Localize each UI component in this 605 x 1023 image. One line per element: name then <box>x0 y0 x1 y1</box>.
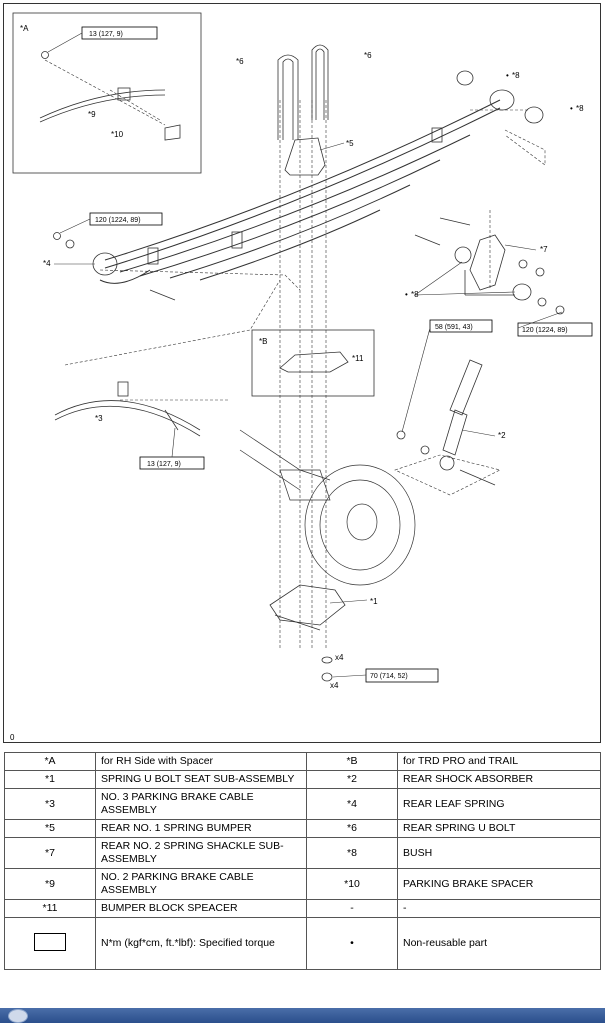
callout-8a: *8 <box>512 71 520 80</box>
legend-desc: for TRD PRO and TRAIL <box>397 752 601 771</box>
toyota-logo-icon[interactable] <box>8 1009 28 1023</box>
legend-code: *6 <box>306 819 398 838</box>
u-bolt-seat <box>269 584 346 626</box>
callout-9: *9 <box>88 110 96 119</box>
torque-box <box>429 319 493 333</box>
callout-2: *2 <box>498 431 506 440</box>
leaf-spring-shape <box>99 99 501 284</box>
callout-8c: *8 <box>411 290 419 299</box>
inset-b-frame <box>251 329 375 397</box>
legend-code: - <box>306 899 398 918</box>
exploded-parts-diagram: 13 (127, 9) 120 (1224, 89) 120 (1224, 89… <box>10 12 593 742</box>
callout-7: *7 <box>540 245 548 254</box>
legend-code: *11 <box>4 899 96 918</box>
bullet-symbol: • <box>306 917 398 970</box>
legend-code: *8 <box>306 837 398 869</box>
diagram-frame <box>3 3 601 743</box>
callout-6a: *6 <box>236 57 244 66</box>
callout-11: *11 <box>352 354 364 363</box>
callout-4: *4 <box>43 259 51 268</box>
callout-3: *3 <box>95 414 103 423</box>
bullet: • <box>405 290 408 299</box>
bullet: • <box>570 104 573 113</box>
callout-inset-a: *A <box>20 24 29 33</box>
quantity-label: x4 <box>335 653 344 662</box>
legend-table: *A for RH Side with Spacer *B for TRD PR… <box>4 752 601 970</box>
legend-desc: PARKING BRAKE SPACER <box>397 868 601 900</box>
bullet: • <box>506 71 509 80</box>
torque-value: 58 (591, 43) <box>435 324 473 331</box>
legend-desc: NO. 2 PARKING BRAKE CABLE ASSEMBLY <box>95 868 307 900</box>
legend-desc: N*m (kgf*cm, ft.*lbf): Specified torque <box>95 917 307 970</box>
torque-box-icon <box>34 932 66 951</box>
legend-desc: REAR SPRING U BOLT <box>397 819 601 838</box>
legend-code: *4 <box>306 788 398 820</box>
torque-box <box>517 322 593 337</box>
torque-box <box>365 668 439 683</box>
axle-drum <box>239 429 416 586</box>
torque-value: 13 (127, 9) <box>89 31 123 38</box>
shock-absorber <box>396 359 496 486</box>
legend-code: *2 <box>306 770 398 789</box>
legend-row: *3 NO. 3 PARKING BRAKE CABLE ASSEMBLY *4… <box>4 788 601 820</box>
legend-row: *1 SPRING U BOLT SEAT SUB-ASSEMBLY *2 RE… <box>4 770 601 789</box>
legend-code: *5 <box>4 819 96 838</box>
legend-desc: SPRING U BOLT SEAT SUB-ASSEMBLY <box>95 770 307 789</box>
legend-code: *10 <box>306 868 398 900</box>
callout-8b: *8 <box>576 104 584 113</box>
legend-code: *B <box>306 752 398 771</box>
u-bolt-left <box>277 54 299 140</box>
callout-inset-b: *B <box>259 337 267 346</box>
torque-value: 70 (714, 52) <box>370 673 408 680</box>
legend-code: *3 <box>4 788 96 820</box>
legend-desc: Non-reusable part <box>397 917 601 970</box>
torque-value: 13 (127, 9) <box>147 461 181 468</box>
callout-1: *1 <box>370 597 378 606</box>
legend-desc: REAR SHOCK ABSORBER <box>397 770 601 789</box>
legend-desc: REAR NO. 1 SPRING BUMPER <box>95 819 307 838</box>
torque-value: 120 (1224, 89) <box>95 217 141 224</box>
legend-desc: BUMPER BLOCK SPEACER <box>95 899 307 918</box>
legend-desc: for RH Side with Spacer <box>95 752 307 771</box>
legend-desc: BUSH <box>397 837 601 869</box>
legend-row: *11 BUMPER BLOCK SPEACER - - <box>4 899 601 918</box>
legend-row: *9 NO. 2 PARKING BRAKE CABLE ASSEMBLY *1… <box>4 868 601 900</box>
shackle <box>469 234 506 291</box>
u-bolt-right <box>311 44 329 120</box>
spring-bumper <box>284 137 326 176</box>
legend-code: *1 <box>4 770 96 789</box>
torque-symbol <box>4 917 96 970</box>
legend-row: *5 REAR NO. 1 SPRING BUMPER *6 REAR SPRI… <box>4 819 601 838</box>
callout-5: *5 <box>346 139 354 148</box>
taskbar <box>0 1008 605 1023</box>
torque-value: 120 (1224, 89) <box>522 327 568 334</box>
callout-6b: *6 <box>364 51 372 60</box>
legend-row: *A for RH Side with Spacer *B for TRD PR… <box>4 752 601 771</box>
inset-a-frame <box>12 12 202 174</box>
legend-row: *7 REAR NO. 2 SPRING SHACKLE SUB-ASSEMBL… <box>4 837 601 869</box>
legend-desc: REAR NO. 2 SPRING SHACKLE SUB-ASSEMBLY <box>95 837 307 869</box>
callout-10: *10 <box>111 130 124 139</box>
corner-mark: 0 <box>10 733 15 742</box>
legend-code: *A <box>4 752 96 771</box>
legend-code: *7 <box>4 837 96 869</box>
quantity-label: x4 <box>330 681 339 690</box>
legend-desc: - <box>397 899 601 918</box>
legend-desc: REAR LEAF SPRING <box>397 788 601 820</box>
legend-code: *9 <box>4 868 96 900</box>
legend-desc: NO. 3 PARKING BRAKE CABLE ASSEMBLY <box>95 788 307 820</box>
legend-row: N*m (kgf*cm, ft.*lbf): Specified torque … <box>4 917 601 970</box>
